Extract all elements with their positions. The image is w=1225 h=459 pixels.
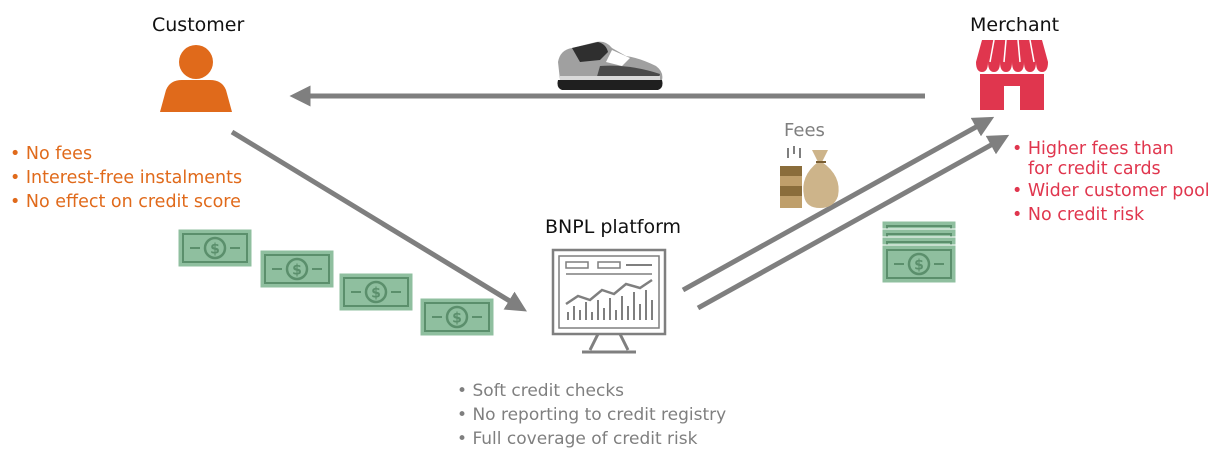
fees-label: Fees xyxy=(784,120,825,141)
banknote-icon xyxy=(176,227,254,269)
customer-benefit-item: Interest-free instalments xyxy=(10,166,242,190)
customer-benefit-item: No fees xyxy=(10,142,242,166)
platform-feature-item: Soft credit checks xyxy=(457,379,726,403)
storefront-icon xyxy=(976,39,1048,110)
platform-title: BNPL platform xyxy=(545,216,682,238)
banknote-icon xyxy=(337,271,415,313)
merchant-title: Merchant xyxy=(970,14,1060,36)
platform-feature-item: Full coverage of credit risk xyxy=(457,427,726,451)
merchant-benefit-item: Higher fees than xyxy=(1012,139,1210,159)
banknote-icon xyxy=(258,248,336,290)
customer-payment-arrow xyxy=(230,129,527,312)
banknote-icon xyxy=(880,243,958,285)
customer-benefits-list: No fees Interest-free instalments No eff… xyxy=(10,142,242,214)
merchant-fees-arrow xyxy=(696,134,1010,311)
merchant-benefit-item: No credit risk xyxy=(1012,203,1210,227)
platform-payment-arrow xyxy=(681,116,995,293)
merchant-benefit-item: Wider customer pool xyxy=(1012,179,1210,203)
customer-title: Customer xyxy=(152,14,245,36)
money-bag-coins-icon xyxy=(780,146,839,208)
sneaker-icon xyxy=(557,41,663,90)
person-icon xyxy=(160,45,232,112)
platform-features-list: Soft credit checks No reporting to credi… xyxy=(457,379,726,451)
platform-feature-item: No reporting to credit registry xyxy=(457,403,726,427)
banknote-icon xyxy=(418,296,496,338)
computer-monitor-chart-icon xyxy=(551,248,667,354)
merchant-benefit-item: for credit cards xyxy=(1028,159,1161,179)
merchant-benefits-list: Higher fees than for credit cards Wider … xyxy=(1012,139,1210,227)
customer-benefit-item: No effect on credit score xyxy=(10,190,242,214)
